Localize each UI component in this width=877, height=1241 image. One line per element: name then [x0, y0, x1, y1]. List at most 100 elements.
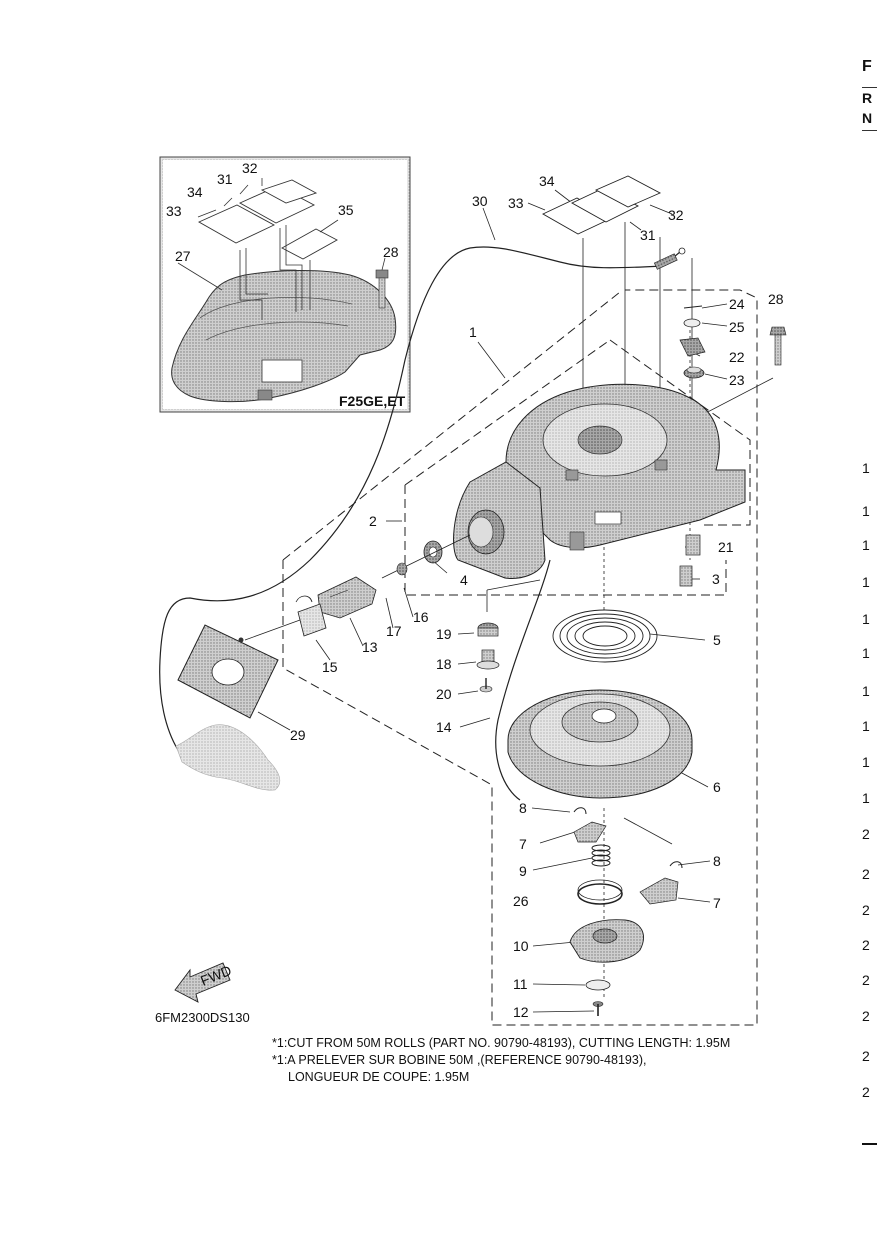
screw-20-icon [479, 678, 493, 693]
spring-26-icon [577, 879, 623, 905]
edge-row-number: 2 [862, 972, 870, 988]
spring-8-left-icon [573, 807, 587, 815]
collar-21-icon [685, 534, 701, 556]
callout-32a: 32 [242, 160, 258, 176]
bush-18-icon [476, 649, 500, 670]
edge-letter-f: F [862, 58, 872, 75]
spring-8-right-icon [669, 861, 683, 869]
callout-12: 12 [513, 1004, 529, 1020]
plate-29-icon [177, 624, 279, 719]
callout-26: 26 [513, 893, 529, 909]
assembly-outline-1 [282, 289, 758, 1026]
callout-24: 24 [729, 296, 745, 312]
callout-21: 21 [718, 539, 734, 555]
callout-20: 20 [436, 686, 452, 702]
callout-31a: 31 [217, 171, 233, 187]
cable-end-icon [653, 247, 686, 270]
callout-29: 29 [290, 727, 306, 743]
callout-1: 1 [469, 324, 477, 340]
callout-4: 4 [460, 572, 468, 588]
callout-13: 13 [362, 639, 378, 655]
clip-24-icon [683, 305, 703, 309]
inset-model-label: F25GE,ET [339, 393, 406, 409]
edge-row-number: 1 [862, 537, 870, 553]
callout-labels: 1 2 3 4 5 6 7 7 8 8 9 10 11 12 13 14 15 … [166, 160, 784, 1020]
edge-rule-top [862, 87, 877, 88]
grommet-23-icon [683, 366, 705, 379]
edge-row-number: 1 [862, 460, 870, 476]
edge-letter-n: N [862, 110, 873, 126]
callout-11: 11 [513, 976, 528, 992]
callout-33b: 33 [508, 195, 524, 211]
inset-panel [159, 156, 411, 413]
callout-25: 25 [729, 319, 745, 335]
callout-5: 5 [713, 632, 721, 648]
edge-rule-2 [862, 130, 877, 131]
callout-7a: 7 [519, 836, 527, 852]
callout-18: 18 [436, 656, 452, 672]
washer-25-icon [683, 318, 701, 328]
spring-9-icon [591, 844, 611, 867]
starter-handle-13-icon [317, 576, 377, 619]
edge-row-number: 1 [862, 790, 870, 806]
edge-row-number: 1 [862, 611, 870, 627]
edge-letter-r: R [862, 90, 873, 106]
bolt-28-icon [769, 326, 787, 366]
callout-8b: 8 [713, 853, 721, 869]
edge-row-number: 1 [862, 683, 870, 699]
stopper-16-icon [396, 562, 408, 576]
callout-16: 16 [413, 609, 429, 625]
clip-22-icon [679, 337, 706, 357]
clip-15-icon [295, 595, 327, 637]
washer-11-icon [585, 979, 611, 991]
callout-28b: 28 [768, 291, 784, 307]
collar-19-icon [477, 622, 499, 637]
edge-row-number: 1 [862, 718, 870, 734]
assembly-outline-2 [404, 339, 751, 596]
pawl-7-left-icon [573, 821, 607, 843]
callout-27: 27 [175, 248, 191, 264]
drum-reel-6-icon [507, 689, 693, 799]
callout-35: 35 [338, 202, 354, 218]
callout-2: 2 [369, 513, 377, 529]
callout-23: 23 [729, 372, 745, 388]
inset-recoil-cover [171, 269, 397, 403]
bolt-12-icon [592, 1001, 604, 1016]
edge-row-number: 1 [862, 645, 870, 661]
callout-7b: 7 [713, 895, 721, 911]
recoil-starter-housing [453, 383, 746, 579]
decal-set-icon [542, 175, 662, 235]
callout-6: 6 [713, 779, 721, 795]
diagram-code: 6FM2300DS130 [155, 1010, 250, 1025]
edge-row-number: 2 [862, 1008, 870, 1024]
callout-3: 3 [712, 571, 720, 587]
callout-31b: 31 [640, 227, 656, 243]
edge-row-number: 2 [862, 1084, 870, 1100]
callout-32b: 32 [668, 207, 684, 223]
pawl-7-right-icon [639, 877, 679, 905]
grommet-4-icon [423, 540, 443, 564]
callout-8a: 8 [519, 800, 527, 816]
callout-9: 9 [519, 863, 527, 879]
edge-row-number: 2 [862, 826, 870, 842]
drive-plate-10-icon [569, 919, 644, 963]
callout-19: 19 [436, 626, 452, 642]
edge-row-number: 2 [862, 866, 870, 882]
edge-row-number: 2 [862, 902, 870, 918]
spiral-spring-5-icon [552, 609, 658, 663]
footnote-line-2: *1:A PRELEVER SUR BOBINE 50M ,(REFERENCE… [272, 1053, 647, 1067]
edge-row-number: 1 [862, 574, 870, 590]
edge-row-number: 2 [862, 1048, 870, 1064]
callout-22: 22 [729, 349, 745, 365]
callout-34a: 34 [187, 184, 203, 200]
inset-decals [198, 179, 338, 260]
callout-33a: 33 [166, 203, 182, 219]
callout-14: 14 [436, 719, 452, 735]
edge-row-number: 2 [862, 937, 870, 953]
callout-28a: 28 [383, 244, 399, 260]
edge-rule-bottom [862, 1143, 877, 1145]
callout-15: 15 [322, 659, 338, 675]
callout-10: 10 [513, 938, 529, 954]
callout-17: 17 [386, 623, 402, 639]
